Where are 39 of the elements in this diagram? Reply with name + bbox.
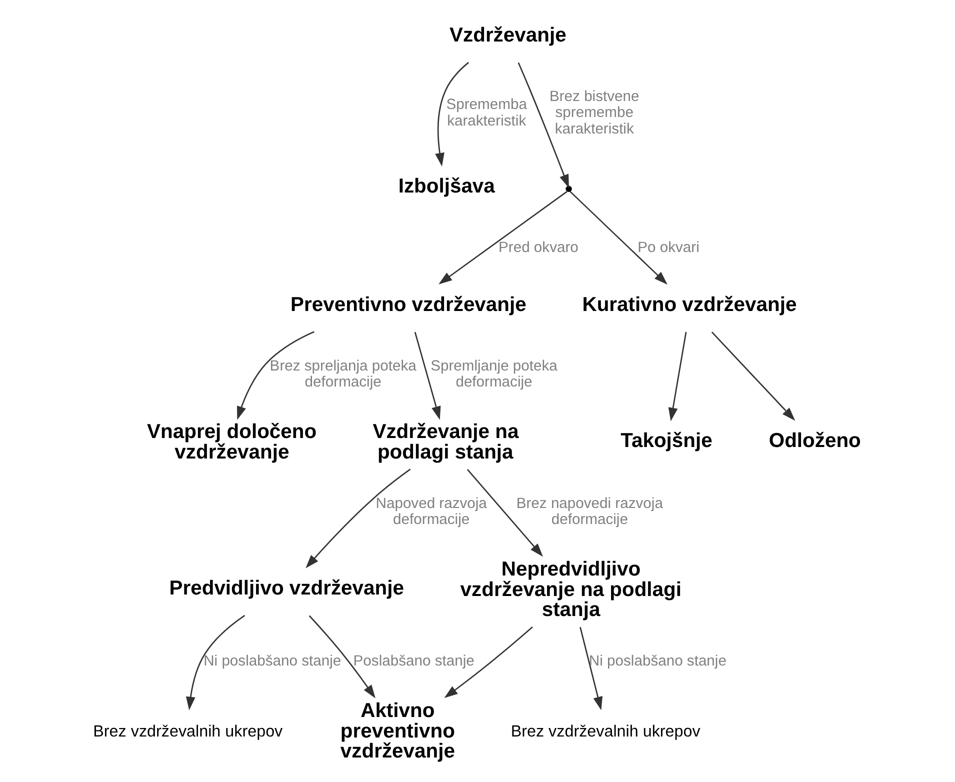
node-text: Preventivno vzdrževanje [290, 294, 526, 316]
edge-label: Brez bistvene spremembe karakteristik [550, 89, 640, 138]
node-text: Predvidljivo vzdrževanje [169, 577, 404, 600]
arrow [668, 332, 687, 422]
edge-label: Brez napovedi razvoja deformacije [516, 496, 663, 528]
arrow [711, 332, 796, 421]
edge-label: Po okvari [638, 240, 700, 256]
arrow [570, 191, 668, 285]
node-text: Brez vzdrževalnih ukrepov [93, 722, 283, 741]
edge-label: Sprememba karakteristik [446, 97, 527, 130]
node-text: Kurativno vzdrževanje [582, 294, 797, 316]
node-text: Vnaprej določeno vzdrževanje [147, 421, 317, 464]
edge-label: Poslabšano stanje [353, 654, 474, 670]
edge-label: Brez spreljanja poteka deformacije [270, 358, 416, 391]
arrow [306, 468, 411, 568]
arrow [518, 62, 569, 188]
edge-label: Napoved razvoja deformacije [376, 496, 487, 528]
node-text: Nepredvidljivo vzdrževanje na podlagi stanja [460, 558, 682, 622]
node-text: Aktivno preventivno vzdrževanje [340, 700, 455, 762]
arrow [414, 332, 441, 420]
edge-label: Ni poslabšano stanje [204, 654, 342, 670]
node-point [566, 186, 572, 192]
node-text: Izboljšava [398, 175, 495, 198]
arrow [186, 614, 246, 710]
edge-label: Ni poslabšano stanje [588, 654, 726, 670]
arrow [438, 191, 568, 284]
arrow [580, 626, 602, 710]
edge-label: Spremljanje poteka deformacije [430, 358, 558, 391]
node-text: Odloženo [768, 430, 861, 452]
node-text: Takojšnje [620, 430, 712, 452]
arrow [435, 62, 470, 166]
node-text: Brez vzdrževalnih ukrepov [510, 722, 700, 741]
node-text: Vzdrževanje na podlagi stanja [372, 421, 519, 464]
node-text: Vzdrževanje [450, 24, 566, 46]
arrow [444, 626, 533, 698]
arrow [466, 469, 543, 557]
arrow [308, 615, 376, 698]
arrow [236, 331, 314, 420]
edge-label: Pred okvaro [498, 240, 578, 256]
